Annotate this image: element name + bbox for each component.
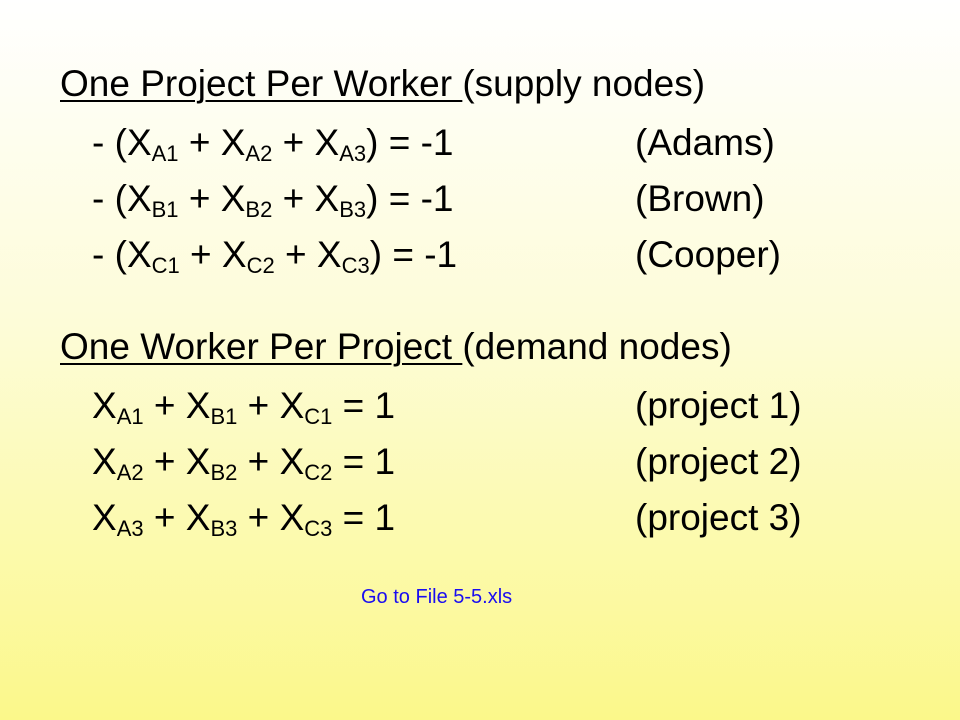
- variable-subscript: A1: [116, 404, 144, 429]
- plus-operator: +: [237, 497, 280, 538]
- equation-prefix: - (: [92, 178, 127, 219]
- worker-label: (Adams): [635, 122, 775, 163]
- demand-constraint-equation: XA1 + XB1 + XC1 = 1: [92, 384, 395, 428]
- variable: X: [221, 234, 247, 275]
- variable-subscript: A1: [151, 141, 179, 166]
- variable-subscript: B2: [210, 460, 238, 485]
- variable: X: [126, 178, 152, 219]
- plus-operator: +: [178, 178, 221, 219]
- variable-subscript: C1: [151, 253, 180, 278]
- supply-section-title: One Project Per Worker (supply nodes): [60, 62, 705, 106]
- plus-operator: +: [274, 234, 317, 275]
- plus-operator: +: [143, 497, 186, 538]
- plus-operator: +: [143, 441, 186, 482]
- variable: X: [185, 385, 211, 426]
- equation-prefix: - (: [92, 122, 127, 163]
- equation-rhs: = 1: [332, 441, 396, 482]
- variable: X: [279, 385, 305, 426]
- variable: X: [185, 497, 211, 538]
- variable-subscript: B3: [339, 197, 367, 222]
- variable-subscript: C1: [304, 404, 333, 429]
- worker-label: (Brown): [635, 178, 765, 219]
- demand-section-qualifier: (demand nodes): [462, 326, 732, 367]
- plus-operator: +: [178, 122, 221, 163]
- variable-subscript: C2: [304, 460, 333, 485]
- variable-subscript: B1: [151, 197, 179, 222]
- worker-label: (Cooper): [635, 234, 781, 275]
- equation-rhs: = 1: [332, 385, 396, 426]
- variable: X: [316, 234, 342, 275]
- variable-subscript: A3: [339, 141, 367, 166]
- plus-operator: +: [179, 234, 222, 275]
- go-to-file-link[interactable]: Go to File 5-5.xls: [361, 586, 513, 608]
- variable-subscript: C2: [246, 253, 275, 278]
- variable-subscript: C3: [341, 253, 370, 278]
- variable-subscript: C3: [304, 516, 333, 541]
- variable-subscript: B1: [210, 404, 238, 429]
- variable: X: [126, 234, 152, 275]
- plus-operator: +: [272, 122, 315, 163]
- supply-section-qualifier: (supply nodes): [462, 63, 706, 104]
- equation-rhs: ) = -1: [366, 122, 454, 163]
- variable-subscript: A3: [116, 516, 144, 541]
- variable: X: [92, 441, 117, 482]
- equation-rhs: ) = -1: [366, 178, 454, 219]
- plus-operator: +: [237, 441, 280, 482]
- variable-subscript: A2: [245, 141, 273, 166]
- supply-constraint-equation: - (XA1 + XA2 + XA3) = -1: [92, 121, 454, 165]
- variable: X: [185, 441, 211, 482]
- plus-operator: +: [237, 385, 280, 426]
- plus-operator: +: [272, 178, 315, 219]
- project-label: (project 1): [635, 385, 802, 426]
- variable: X: [314, 178, 340, 219]
- variable: X: [92, 497, 117, 538]
- project-label: (project 2): [635, 441, 802, 482]
- variable: X: [220, 122, 246, 163]
- variable: X: [220, 178, 246, 219]
- equation-rhs: ) = -1: [369, 234, 458, 275]
- demand-section-title: One Worker Per Project (demand nodes): [60, 325, 732, 369]
- demand-constraint-equation: XA3 + XB3 + XC3 = 1: [92, 496, 395, 540]
- variable-subscript: A2: [116, 460, 144, 485]
- variable: X: [279, 497, 305, 538]
- variable: X: [126, 122, 152, 163]
- demand-section-heading: One Worker Per Project: [60, 326, 463, 367]
- variable: X: [92, 385, 117, 426]
- supply-constraint-equation: - (XC1 + XC2 + XC3) = -1: [92, 233, 457, 277]
- project-label: (project 3): [635, 497, 802, 538]
- supply-constraint-equation: - (XB1 + XB2 + XB3) = -1: [92, 177, 454, 221]
- variable-subscript: B2: [245, 197, 273, 222]
- equation-rhs: = 1: [332, 497, 396, 538]
- supply-section-heading: One Project Per Worker: [60, 63, 463, 104]
- plus-operator: +: [143, 385, 186, 426]
- equation-prefix: - (: [92, 234, 127, 275]
- demand-constraint-equation: XA2 + XB2 + XC2 = 1: [92, 440, 395, 484]
- variable: X: [279, 441, 305, 482]
- variable-subscript: B3: [210, 516, 238, 541]
- variable: X: [314, 122, 340, 163]
